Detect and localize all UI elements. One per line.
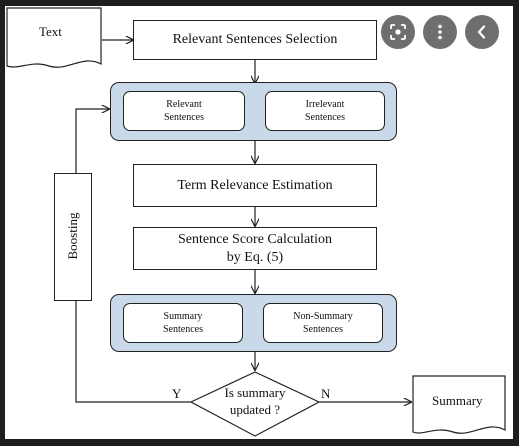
text-document-shape bbox=[6, 7, 102, 68]
summary-split-group: Summary Sentences Non-Summary Sentences bbox=[110, 294, 397, 352]
back-button[interactable] bbox=[465, 15, 499, 49]
relevant-sentences-selection-box: Relevant Sentences Selection bbox=[133, 20, 377, 60]
relevant-sentences-box: Relevant Sentences bbox=[123, 91, 245, 131]
lens-button[interactable] bbox=[381, 15, 415, 49]
sentence-score-calculation-label: Sentence Score Calculation bbox=[178, 232, 332, 247]
decision-line1: Is summary bbox=[224, 385, 286, 400]
yes-label: Y bbox=[172, 386, 182, 401]
sentence-score-calculation-box: Sentence Score Calculation by Eq. (5) bbox=[133, 227, 377, 270]
lens-icon bbox=[390, 24, 406, 40]
decision-diamond bbox=[189, 371, 321, 437]
output-summary-label: Summary bbox=[432, 393, 483, 408]
decision-line2: updated ? bbox=[229, 401, 281, 417]
connectors bbox=[6, 7, 506, 437]
summary-sentences-box: Summary Sentences bbox=[123, 303, 243, 343]
sentence-score-equation-label: by Eq. (5) bbox=[226, 249, 284, 265]
more-options-button[interactable] bbox=[423, 15, 457, 49]
non-summary-sentences-box: Non-Summary Sentences bbox=[263, 303, 383, 343]
chevron-left-icon bbox=[477, 25, 486, 39]
arrow-boosting-to-group1 bbox=[75, 109, 109, 173]
summary-document-shape bbox=[412, 375, 506, 434]
term-relevance-estimation-label: Term Relevance Estimation bbox=[177, 177, 333, 193]
decision-text: Is summary updated ? bbox=[205, 385, 305, 419]
input-text-label: Text bbox=[39, 24, 62, 39]
sentence-split-group: Relevant Sentences Irrelevant Sentences bbox=[110, 82, 397, 141]
relevant-sentences-selection-label: Relevant Sentences Selection bbox=[172, 32, 338, 48]
line-yes-to-boosting bbox=[75, 301, 191, 403]
irrelevant-sentences-box: Irrelevant Sentences bbox=[265, 91, 385, 131]
boosting-box bbox=[54, 173, 92, 301]
more-vert-icon bbox=[438, 24, 442, 40]
term-relevance-estimation-box: Term Relevance Estimation bbox=[133, 164, 377, 207]
boosting-label: Boosting bbox=[65, 212, 80, 260]
no-label: N bbox=[321, 386, 331, 401]
diagram-canvas: Text Relevant Sentences Selection Releva… bbox=[5, 6, 513, 439]
